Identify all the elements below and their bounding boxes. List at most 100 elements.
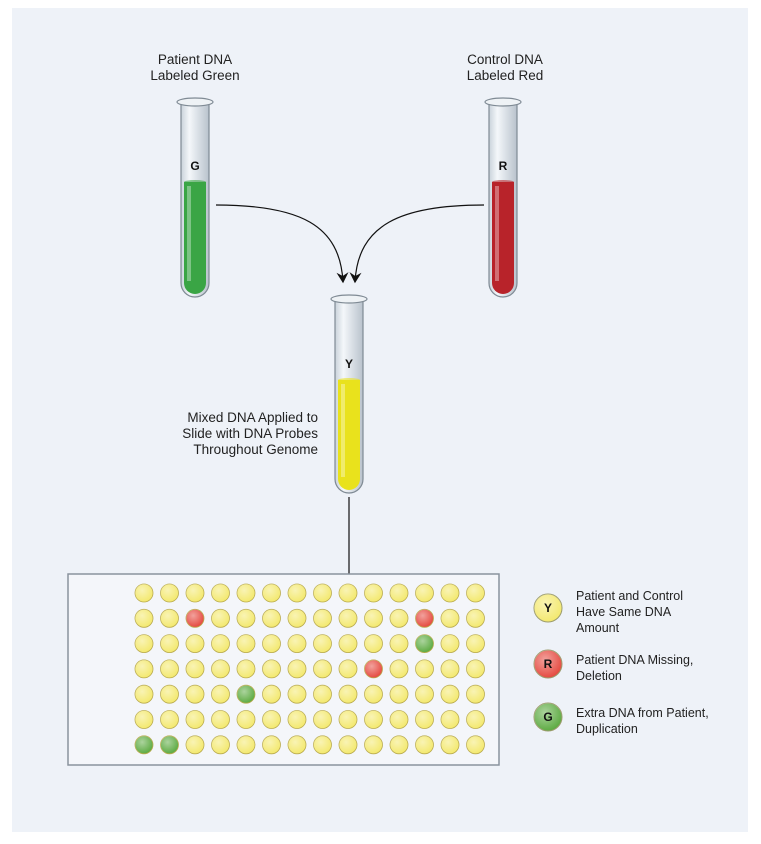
- probe-shine: [339, 584, 357, 602]
- probe-shine: [160, 735, 179, 754]
- probe-shine: [390, 659, 408, 678]
- probe-shine: [441, 685, 459, 704]
- probe-shine: [186, 634, 204, 653]
- probe-shine: [262, 685, 281, 704]
- probe-shine: [160, 685, 179, 704]
- tube-rim: [176, 97, 214, 107]
- probe-shine: [441, 634, 459, 653]
- probe-shine: [466, 659, 485, 678]
- probe-shine: [211, 710, 230, 729]
- probe-shine: [466, 584, 485, 602]
- probe-shine: [313, 735, 332, 754]
- probe-shine: [313, 634, 332, 653]
- probe-shine: [364, 710, 383, 729]
- probe-shine: [364, 634, 383, 653]
- probe-shine: [313, 685, 332, 704]
- label-line: Slide with DNA Probes: [182, 426, 318, 441]
- probe-shine: [160, 584, 179, 602]
- probe-shine: [390, 609, 408, 628]
- probe-shine: [262, 609, 281, 628]
- probe-shine: [339, 735, 357, 754]
- probe-shine: [186, 659, 204, 678]
- probe-shine: [160, 609, 179, 628]
- probe-shine: [339, 685, 357, 704]
- slide: [67, 573, 500, 766]
- control-dna-label: Control DNA Labeled Red: [430, 52, 580, 84]
- legend-line: Deletion: [576, 669, 622, 683]
- probe-shine: [211, 735, 230, 754]
- probe-shine: [415, 609, 434, 628]
- legend-duplication: Extra DNA from Patient, Duplication: [576, 705, 709, 737]
- probe-shine: [186, 609, 204, 628]
- probe-shine: [211, 685, 230, 704]
- probe-shine: [390, 685, 408, 704]
- probe-shine: [339, 659, 357, 678]
- label-line: Mixed DNA Applied to: [187, 410, 318, 425]
- probe-shine: [415, 659, 434, 678]
- probe-shine: [288, 710, 306, 729]
- probe-shine: [186, 735, 204, 754]
- probe-shine: [288, 735, 306, 754]
- legend-letter: Y: [544, 601, 552, 615]
- probe-shine: [364, 584, 383, 602]
- label-line: Patient DNA: [157, 52, 233, 67]
- probe-shine: [364, 685, 383, 704]
- label-line: Control DNA: [467, 52, 543, 67]
- probe-shine: [160, 634, 179, 653]
- probe-shine: [135, 659, 153, 678]
- probe-shine: [390, 735, 408, 754]
- liquid: [338, 380, 360, 490]
- probe-shine: [288, 659, 306, 678]
- probe-shine: [135, 634, 153, 653]
- probe-shine: [339, 634, 357, 653]
- probe-shine: [415, 710, 434, 729]
- test-tube-yellow: Y: [330, 294, 368, 494]
- legend-shine: [534, 703, 562, 731]
- probe-shine: [262, 710, 281, 729]
- tube-rim: [484, 97, 522, 107]
- label-line: Labeled Red: [466, 68, 544, 83]
- probe-shine: [262, 584, 281, 602]
- probe-shine: [237, 685, 255, 704]
- probe-shine: [186, 685, 204, 704]
- arrow-green-to-mixed: [215, 204, 349, 284]
- probe-shine: [441, 659, 459, 678]
- legend-shine: [534, 594, 562, 622]
- probe-shine: [211, 584, 230, 602]
- label-line: Throughout Genome: [193, 442, 318, 457]
- probe-shine: [466, 710, 485, 729]
- test-tube-green: G: [176, 97, 214, 298]
- probe-shine: [288, 685, 306, 704]
- probe-shine: [466, 634, 485, 653]
- arrow-red-to-mixed: [349, 204, 485, 284]
- probe-shine: [466, 735, 485, 754]
- tube-rim: [330, 294, 368, 304]
- probe-shine: [262, 735, 281, 754]
- probe-shine: [288, 634, 306, 653]
- probe-shine: [364, 609, 383, 628]
- liquid: [492, 182, 514, 294]
- legend-line: Duplication: [576, 722, 638, 736]
- probe-shine: [186, 584, 204, 602]
- probe-shine: [237, 584, 255, 602]
- label-line: Labeled Green: [150, 68, 240, 83]
- probe-shine: [313, 584, 332, 602]
- probe-shine: [390, 584, 408, 602]
- probe-shine: [237, 710, 255, 729]
- tube-letter: Y: [345, 357, 353, 371]
- probe-shine: [237, 609, 255, 628]
- probe-shine: [313, 710, 332, 729]
- probe-shine: [313, 609, 332, 628]
- probe-shine: [135, 710, 153, 729]
- probe-shine: [364, 735, 383, 754]
- probe-shine: [466, 609, 485, 628]
- probe-shine: [441, 735, 459, 754]
- probe-shine: [313, 659, 332, 678]
- legend-line: Patient and Control: [576, 589, 684, 603]
- probe-shine: [415, 584, 434, 602]
- probe-shine: [211, 659, 230, 678]
- legend-same-amount: Patient and Control Have Same DNA Amount: [576, 588, 683, 636]
- mixed-dna-label: Mixed DNA Applied to Slide with DNA Prob…: [120, 410, 318, 458]
- legend-letter: R: [544, 657, 553, 671]
